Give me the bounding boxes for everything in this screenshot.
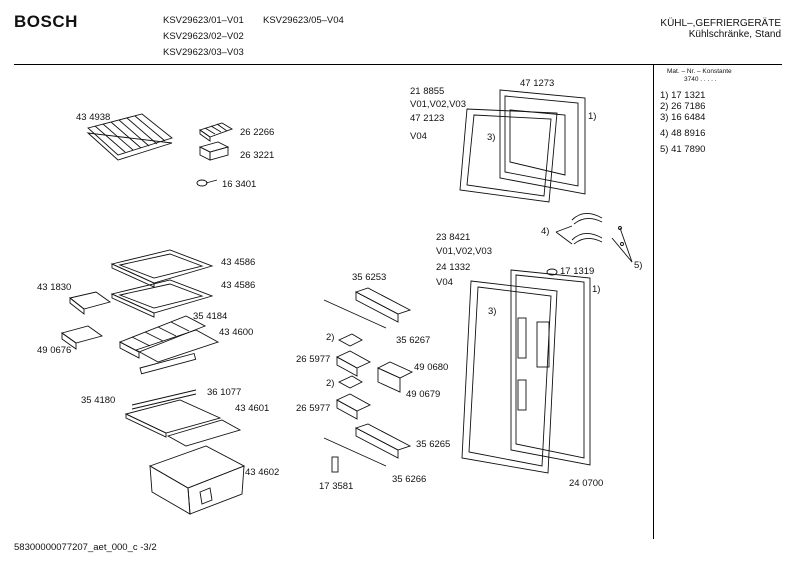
header-divider: [14, 64, 782, 65]
brand-logo: BOSCH: [14, 12, 78, 31]
crisper-drawer-drawing: [148, 445, 246, 515]
part-label: 26 3221: [240, 150, 275, 161]
part-label: 43 4586: [221, 280, 256, 291]
side-table-divider: [653, 64, 654, 539]
part-label: 49 0679: [406, 389, 441, 400]
part-label: 47 1273: [520, 78, 555, 89]
part-label: 43 4600: [219, 327, 254, 338]
ice-box-drawing: [198, 141, 230, 161]
part-label: 26 5977: [296, 354, 331, 365]
part-label: 35 6266: [392, 474, 427, 485]
category-subtitle: Kühlschränke, Stand: [688, 29, 781, 40]
model-number-3: KSV29623/02–V02: [163, 31, 244, 42]
part-label: 49 0676: [37, 345, 72, 356]
part-label: 36 1077: [207, 387, 242, 398]
ref-label: 1): [588, 111, 597, 122]
part-label: 43 1830: [37, 282, 72, 293]
door-racks-drawing: [323, 287, 414, 473]
ref-label: 1): [592, 284, 601, 295]
wire-shelf-drawing: [86, 113, 173, 161]
part-label: 35 6253: [352, 272, 387, 283]
part-label: 17 1319: [560, 266, 595, 277]
document-footer: 58300000077207_aet_000_c -3/2: [14, 542, 157, 553]
part-label: 49 0680: [414, 362, 449, 373]
crisper-cover-drawing: [118, 315, 220, 375]
model-number-2: KSV29623/05–V04: [263, 15, 344, 26]
crisper-shelf-drawing: [124, 389, 242, 447]
small-trays-drawing: [60, 291, 112, 350]
side-table-row: 5) 41 7890: [660, 144, 706, 155]
ref-label: 2): [326, 378, 335, 389]
ref-label: 4): [541, 226, 550, 237]
part-label: 26 2266: [240, 127, 275, 138]
ice-tray-drawing: [198, 122, 234, 142]
ref-label: 3): [487, 132, 496, 143]
part-label: 43 4586: [221, 257, 256, 268]
part-label: 26 5977: [296, 403, 331, 414]
part-label: 35 6267: [396, 335, 431, 346]
part-label: 35 4184: [193, 311, 228, 322]
part-label: V01,V02,V03: [436, 246, 492, 257]
side-table-row: 2) 26 7186: [660, 101, 706, 112]
part-label: 43 4602: [245, 467, 280, 478]
part-label: 43 4601: [235, 403, 270, 414]
glass-shelves-drawing: [110, 249, 214, 318]
part-label: 21 8855: [410, 86, 445, 97]
part-label: V01,V02,V03: [410, 99, 466, 110]
ref-label: 2): [326, 332, 335, 343]
part-label: 35 4180: [81, 395, 116, 406]
part-label: V04: [436, 277, 453, 288]
ref-label: 3): [488, 306, 497, 317]
part-label: 17 3581: [319, 481, 354, 492]
door-handles-drawing: [555, 213, 633, 263]
side-table-header: Mat. – Nr. – Konstante: [667, 68, 732, 75]
part-label: 43 4938: [76, 112, 111, 123]
model-number-1: KSV29623/01–V01: [163, 15, 244, 26]
part-label: 23 8421: [436, 232, 471, 243]
freezer-door-drawing: [459, 89, 586, 203]
ref-label: 5): [634, 260, 643, 271]
side-table-row: 3) 16 6484: [660, 112, 706, 123]
part-label: 24 0700: [569, 478, 604, 489]
part-label: 47 2123: [410, 113, 445, 124]
model-number-4: KSV29623/03–V03: [163, 47, 244, 58]
side-table-subheader: 3740 . . . . .: [684, 76, 717, 83]
part-label: V04: [410, 131, 427, 142]
side-table-row: 4) 48 8916: [660, 128, 706, 139]
fridge-door-drawing: [461, 268, 591, 474]
part-label: 35 6265: [416, 439, 451, 450]
ice-scraper-drawing: [196, 179, 218, 187]
side-table-row: 1) 17 1321: [660, 90, 706, 101]
part-label: 24 1332: [436, 262, 471, 273]
part-label: 16 3401: [222, 179, 257, 190]
category-title: KÜHL–,GEFRIERGERÄTE: [660, 18, 781, 29]
